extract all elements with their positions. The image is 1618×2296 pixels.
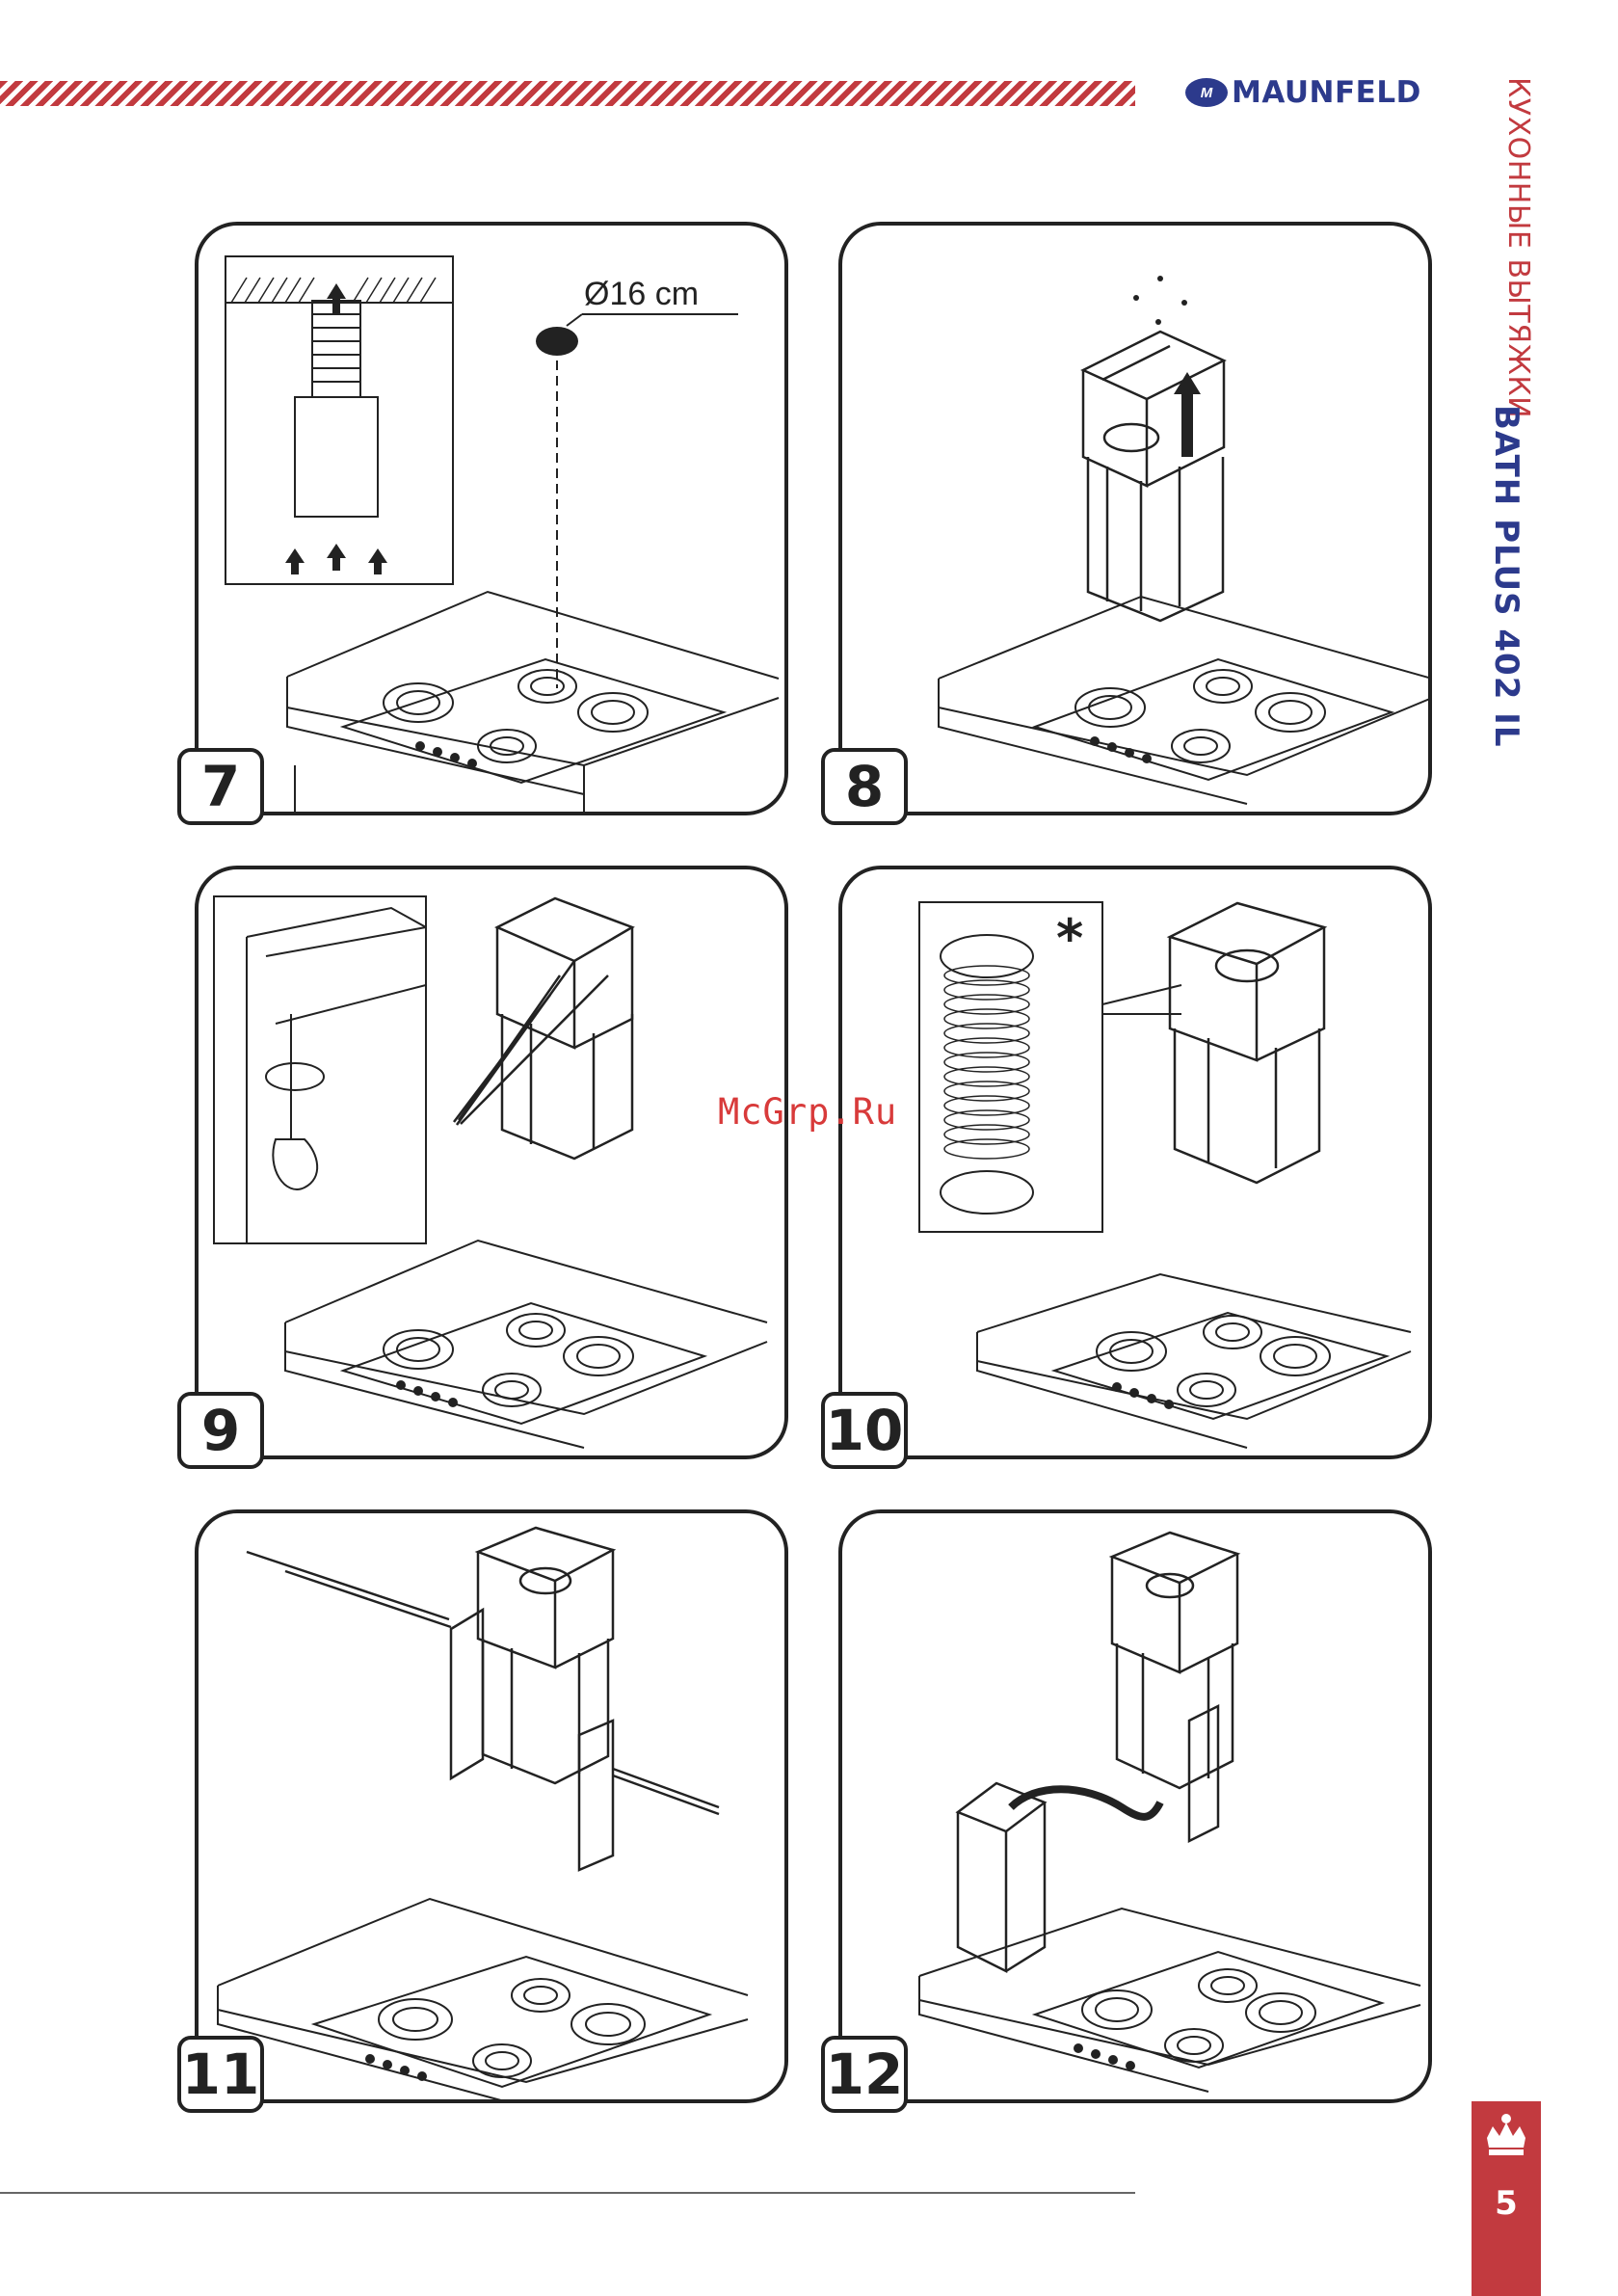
side-model-title: BATH PLUS 402 IL (1487, 405, 1525, 748)
step-10-number: 10 (821, 1392, 908, 1469)
step-12-panel (838, 1509, 1432, 2103)
step-9-panel (195, 866, 788, 1459)
footer-rule (0, 2192, 1135, 2194)
page-number: 5 (1495, 2184, 1518, 2223)
step-11-number: 11 (177, 2036, 264, 2113)
step-9-illustration (199, 869, 788, 1459)
step-8-illustration (842, 226, 1432, 815)
step-8-number: 8 (821, 748, 908, 825)
crown-icon (1479, 2109, 1533, 2163)
step-7-illustration: Ø16 cm (199, 226, 788, 815)
diameter-label: Ø16 cm (584, 276, 699, 312)
step-8-panel (838, 222, 1432, 815)
step-12-number: 12 (821, 2036, 908, 2113)
page-number-tab: 5 (1472, 2101, 1541, 2296)
optional-asterisk: * (1056, 908, 1083, 969)
watermark: McGrp.Ru (718, 1091, 897, 1133)
brand-name: MAUNFELD (1232, 75, 1421, 110)
step-11-panel (195, 1509, 788, 2103)
step-7-number: 7 (177, 748, 264, 825)
step-11-illustration (199, 1513, 788, 2103)
brand-mark-icon: M (1185, 78, 1228, 107)
step-10-illustration: * (842, 869, 1432, 1459)
step-12-illustration (842, 1513, 1432, 2103)
step-10-panel: * (838, 866, 1432, 1459)
brand-logo: M MAUNFELD (1185, 75, 1421, 110)
step-9-number: 9 (177, 1392, 264, 1469)
header-hatch-stripe (0, 81, 1135, 106)
step-7-panel: Ø16 cm (195, 222, 788, 815)
side-category-title: КУХОННЫЕ ВЫТЯЖКИ (1501, 77, 1535, 418)
